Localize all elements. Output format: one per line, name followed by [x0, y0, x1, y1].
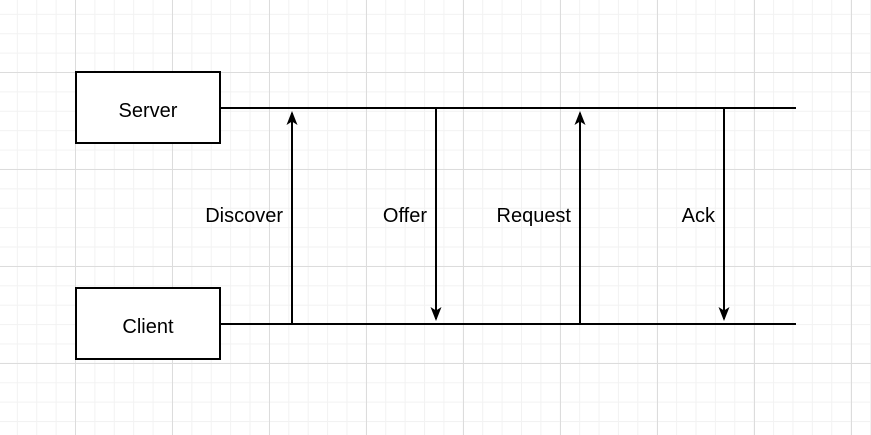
message-label-ack[interactable]: Ack: [682, 205, 716, 227]
server-box[interactable]: Server: [75, 71, 221, 144]
message-label-offer[interactable]: Offer: [383, 205, 427, 227]
server-box-label: Server: [119, 100, 178, 122]
message-label-request[interactable]: Request: [497, 205, 572, 227]
client-box[interactable]: Client: [75, 287, 221, 360]
server-box-rect[interactable]: [75, 71, 221, 144]
client-box-rect[interactable]: [75, 287, 221, 360]
message-label-discover[interactable]: Discover: [205, 205, 283, 227]
client-box-label: Client: [122, 316, 174, 338]
